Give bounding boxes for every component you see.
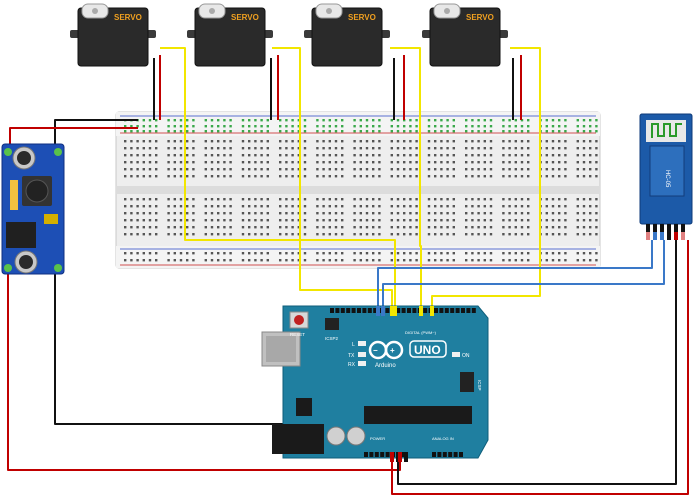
servo-group: SERVO SERVO SERVO SERVO	[70, 3, 508, 67]
voltage-regulator-module	[1, 143, 65, 275]
potentiometer-icon	[44, 214, 58, 224]
icsp2-header	[325, 318, 339, 330]
servo-label: SERVO	[466, 13, 494, 22]
servo1-signal-wire	[160, 47, 396, 310]
digital-header-label: DIGITAL (PWM~)	[405, 330, 437, 335]
servo-motor: SERVO	[422, 3, 508, 67]
servo-motor: SERVO	[304, 3, 390, 67]
power-header-label: POWER	[370, 436, 385, 441]
component-icon	[10, 180, 18, 210]
regulator-terminal	[4, 148, 12, 156]
regulator-terminal	[4, 264, 12, 272]
icsp-label: ICSP	[477, 380, 482, 391]
breadboard-bottom-rail	[116, 246, 600, 268]
breadboard-channel	[116, 186, 600, 194]
capacitor-icon	[346, 426, 366, 446]
servo-label: SERVO	[231, 13, 259, 22]
bluetooth-model-label: HC-05	[664, 170, 670, 188]
servo2-signal-wire	[272, 47, 393, 310]
servo-label: SERVO	[114, 13, 142, 22]
regulator-chip	[296, 398, 312, 416]
bluetooth-header	[646, 224, 685, 240]
arduino-uno-board: RESET ICSP2 ICSP − + Arduino UNO L TX RX…	[261, 305, 489, 459]
svg-text:+: +	[390, 346, 395, 355]
led-tx	[358, 352, 366, 357]
wires	[7, 47, 689, 495]
breadboard	[115, 111, 601, 269]
icsp2-label: ICSP2	[325, 336, 339, 341]
capacitor-icon	[326, 426, 346, 446]
regulator-chip-icon	[6, 222, 36, 248]
led-on	[452, 352, 460, 357]
regulator-out-ground-wire	[54, 119, 138, 148]
servo-motor: SERVO	[187, 3, 273, 67]
led-rx	[358, 361, 366, 366]
microcontroller-chip	[364, 406, 472, 424]
regulator-out-power-wire	[9, 127, 138, 148]
servo-motor: SERVO	[70, 3, 156, 67]
analog-header-label: ANALOG IN	[432, 436, 454, 441]
bluetooth-module: HC-05	[639, 113, 693, 240]
regulator-in-power-wire	[7, 272, 401, 471]
arduino-logo: − +	[368, 340, 404, 360]
icsp-header	[460, 372, 474, 392]
arduino-model: UNO	[414, 343, 441, 357]
bluetooth-tx-wire	[382, 240, 665, 310]
led-l-label: L	[352, 342, 355, 348]
bluetooth-ground-wire	[397, 240, 677, 485]
bluetooth-vcc-wire	[391, 240, 689, 495]
led-tx-label: TX	[348, 353, 355, 359]
bluetooth-rx-wire	[377, 240, 653, 310]
regulator-terminal	[54, 148, 62, 156]
regulator-terminal	[54, 264, 62, 272]
led-l	[358, 341, 366, 346]
led-on-label: ON	[462, 353, 470, 359]
servo4-signal-wire	[431, 47, 541, 310]
reset-label: RESET	[290, 332, 305, 337]
led-rx-label: RX	[348, 362, 356, 368]
svg-text:−: −	[373, 346, 378, 355]
servo-label: SERVO	[348, 13, 376, 22]
power-jack	[272, 424, 324, 454]
wire-endpoints	[376, 306, 434, 462]
arduino-brand: Arduino	[375, 363, 396, 369]
